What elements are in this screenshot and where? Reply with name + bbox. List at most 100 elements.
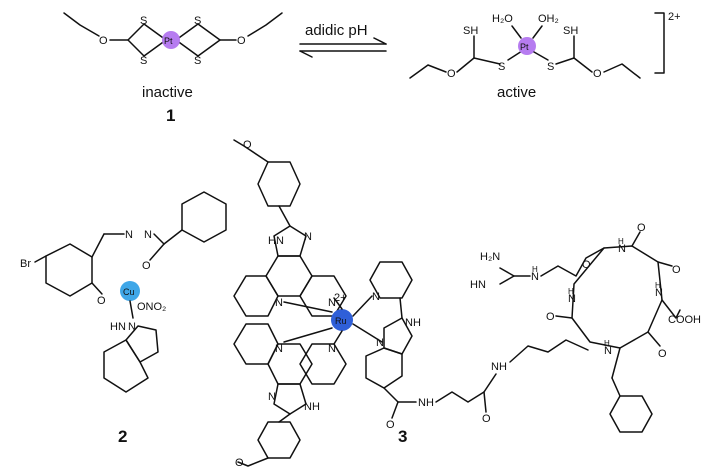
benzimidazole-benzene xyxy=(365,347,403,389)
atom-n-phen-1: N xyxy=(275,297,283,309)
bond-to-benzyl xyxy=(611,347,621,379)
butyl-linker xyxy=(435,391,485,403)
svg-text:H: H xyxy=(618,237,624,246)
atom-n-guanidine: N xyxy=(531,271,539,283)
carbonyl-4 xyxy=(555,315,573,319)
atom-o-amide-2: O xyxy=(482,413,491,425)
atom-nh-linker-2: NH xyxy=(491,361,507,373)
platinum-atom-active xyxy=(518,37,536,55)
ethyl-chain-right xyxy=(247,12,283,37)
dithiocarbamate-ring-left xyxy=(127,23,167,57)
pyrazole-ring xyxy=(125,325,159,363)
atom-o-ring-3: O xyxy=(658,348,667,360)
ethyl-active-left xyxy=(409,64,447,79)
atom-n-indazole: N xyxy=(128,321,136,333)
benzyl-phenyl-ring xyxy=(609,395,653,433)
methoxy-top xyxy=(233,139,269,163)
atom-n-ring-3: N xyxy=(604,345,612,357)
atom-br: Br xyxy=(20,258,31,270)
pyridine-ring xyxy=(369,261,413,299)
atom-o-ring-4: O xyxy=(546,311,555,323)
atom-nh-bottom: NH xyxy=(304,401,320,413)
bond-c-s-left xyxy=(473,57,501,65)
ru-label: Ru xyxy=(335,316,347,326)
atom-o-methoxy-bottom: O xyxy=(235,457,244,468)
bond-to-phenyl xyxy=(163,229,183,245)
svg-text:H: H xyxy=(532,265,538,274)
bond-ru-benzimidazole xyxy=(352,323,383,343)
atom-h2n-guanidine: H₂N xyxy=(480,251,500,263)
reverse-arrow-head xyxy=(299,50,313,58)
cyclic-backbone xyxy=(571,245,663,349)
benzyl-ch2 xyxy=(611,377,621,397)
phen-left-top xyxy=(233,275,279,317)
carbonyl-3 xyxy=(647,331,661,347)
svg-text:H: H xyxy=(604,339,610,348)
bond-br xyxy=(34,255,47,263)
methoxy-bottom xyxy=(237,457,269,467)
bond-aryl-imidazole-top xyxy=(278,205,291,227)
forward-arrow-head xyxy=(373,37,387,45)
compound-number-3: 3 xyxy=(398,427,407,446)
atom-s-4: S xyxy=(194,55,201,67)
compound-2: Br N N O O Cu ONO₂ HN N 2 xyxy=(20,191,227,446)
atom-nh-linker-1: NH xyxy=(418,397,434,409)
svg-text:H: H xyxy=(655,281,661,290)
water-ligand-2: OH₂ xyxy=(538,13,559,25)
imidazole-bottom xyxy=(273,383,307,415)
atom-s-3: S xyxy=(194,15,201,27)
bond-ru-n4 xyxy=(333,330,343,345)
atom-o-amide-1: O xyxy=(386,419,395,431)
phen-central-top xyxy=(265,255,313,297)
methoxyphenyl-bottom xyxy=(257,421,301,459)
bond-to-linker-nh xyxy=(483,373,497,393)
bond-cu-indazole xyxy=(129,300,134,319)
ru-charge: 2+ xyxy=(334,292,347,304)
bond-s-pt-left xyxy=(507,50,523,61)
phen-right-bottom xyxy=(299,343,347,385)
atom-o-carbonyl: O xyxy=(142,260,151,272)
bond-pyridine-benzimidazole xyxy=(399,297,403,319)
bond-pt-water-2 xyxy=(532,25,543,39)
atom-n-phen-4: N xyxy=(328,343,336,355)
bond-pt-water-1 xyxy=(511,25,522,39)
atom-o-ring-5: O xyxy=(582,259,591,271)
bond-n-carbonyl xyxy=(153,233,165,245)
atom-n-ring-1: N xyxy=(618,243,626,255)
amide-carbonyl-2 xyxy=(483,391,487,413)
svg-text:H: H xyxy=(568,287,574,296)
atom-o-active-right: O xyxy=(593,68,602,80)
carbonyl-2 xyxy=(657,261,673,267)
atom-o-phenoxide: O xyxy=(97,295,106,307)
atom-n-top-imid: N xyxy=(304,231,312,243)
atom-n-phen-2: N xyxy=(328,297,336,309)
atom-n-benzimidazole: N xyxy=(376,337,384,349)
compound-3-ru-complex: O HN N N N Ru 2+ N N N NH O N xyxy=(233,139,507,468)
bond-o-c-active-left xyxy=(456,57,475,73)
bond-aryl-imidazole-bottom xyxy=(278,413,291,423)
atom-sh-right: SH xyxy=(563,25,578,37)
compound-1-active: O SH S Pt H₂O OH₂ S SH O 2+ active xyxy=(409,11,681,101)
bond-ring-phenoxide xyxy=(91,282,103,295)
dithiocarbamate-ring-right xyxy=(175,23,221,57)
atom-o-right: O xyxy=(237,35,246,47)
indazole-benzene-ring xyxy=(103,339,149,393)
ethyl-active-right xyxy=(603,63,641,79)
atom-hn-top: HN xyxy=(268,235,284,247)
atom-n-phen-3: N xyxy=(275,343,283,355)
atom-n-imine: N xyxy=(125,229,133,241)
bond-c-o-active-right xyxy=(573,57,593,73)
carbonyl-1 xyxy=(631,231,641,247)
atom-n-ring-2: N xyxy=(655,287,663,299)
atom-n-ring-4: N xyxy=(568,293,576,305)
atom-o-left: O xyxy=(99,35,108,47)
ethyl-chain-left xyxy=(63,12,100,37)
lysine-side-chain xyxy=(509,339,589,363)
compound-number-1: 1 xyxy=(166,106,175,125)
equilibrium-arrows: adidic pH xyxy=(299,22,387,58)
inactive-label: inactive xyxy=(142,84,193,101)
carboxylic-acid: COOH xyxy=(668,314,701,326)
atom-s-2: S xyxy=(140,55,147,67)
bond-ru-n1 xyxy=(283,301,333,313)
